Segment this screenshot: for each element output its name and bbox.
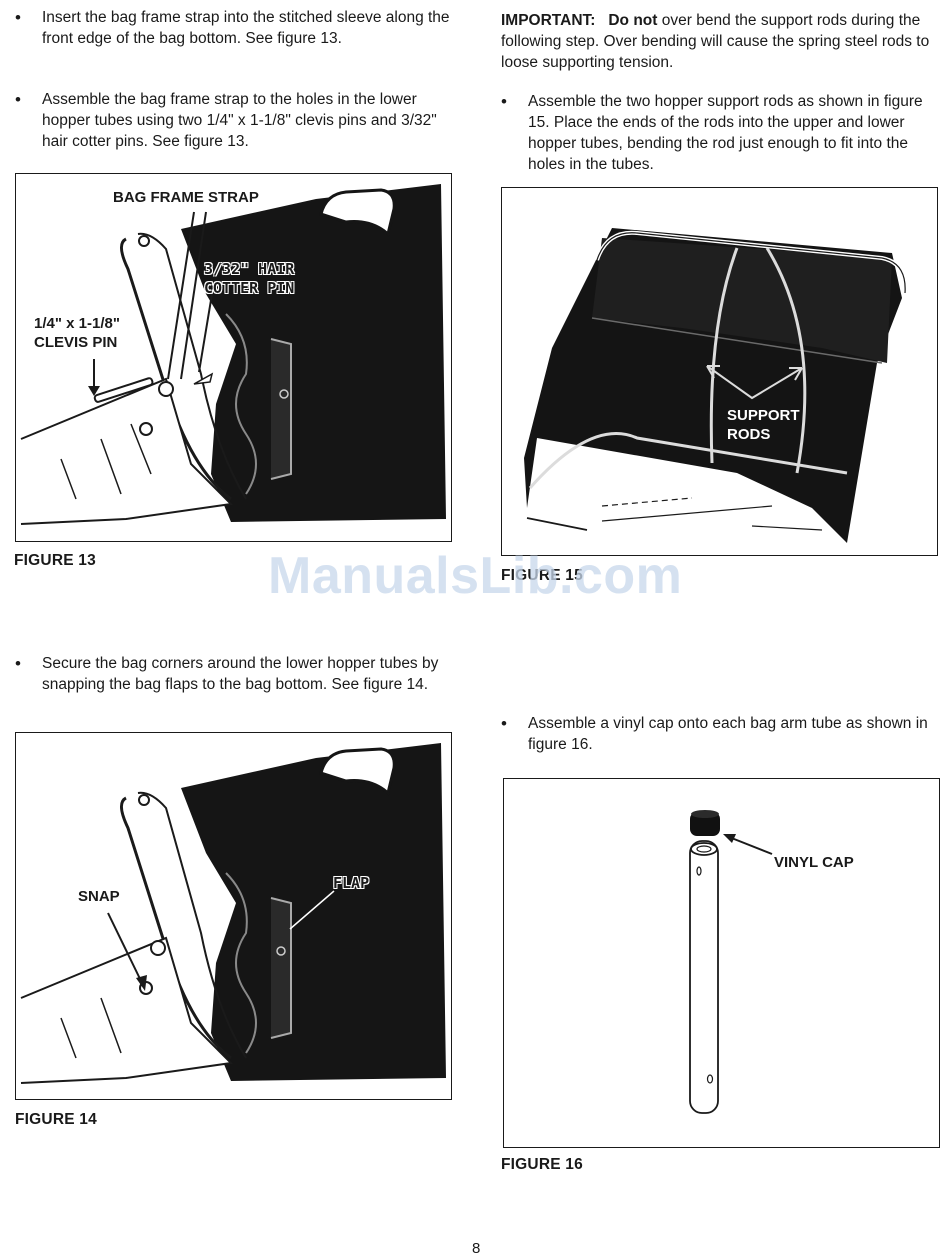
figure-13-illustration [20, 184, 446, 525]
important-emphasis: Do not [608, 12, 658, 29]
page-number: 8 [472, 1240, 481, 1257]
figure-13-box: BAG FRAME STRAP 3/32" HAIR COTTER PIN 1/… [15, 173, 452, 542]
label-vinyl-cap: VINYL CAP [774, 854, 854, 871]
label-hair-cotter-line1: 3/32" HAIR [204, 260, 295, 278]
label-support-rods: SUPPORT RODS [727, 406, 800, 444]
important-note: IMPORTANT: Do not over bend the support … [501, 10, 937, 73]
figure-14-illustration [20, 743, 446, 1084]
important-label: IMPORTANT: [501, 12, 596, 29]
instruction-secure-corners: Secure the bag corners around the lower … [15, 653, 445, 695]
figure-16-caption: FIGURE 16 [501, 1156, 583, 1173]
figure-13-caption: FIGURE 13 [14, 552, 96, 569]
important-text: over bend the support rods during the fo… [501, 12, 930, 71]
instruction-assemble-strap: Assemble the bag frame strap to the hole… [15, 89, 460, 152]
label-support-line1: SUPPORT [727, 407, 800, 424]
figure-16-box: VINYL CAP [503, 778, 940, 1148]
label-snap: SNAP [78, 888, 120, 905]
label-clevis-pin: 1/4" x 1-1/8" CLEVIS PIN [34, 314, 120, 352]
label-clevis-line1: 1/4" x 1-1/8" [34, 315, 120, 332]
label-hair-cotter-pin: 3/32" HAIR COTTER PIN [204, 260, 294, 298]
figure-15-caption: FIGURE 15 [501, 567, 583, 584]
figure-16-illustration [689, 810, 773, 1114]
instruction-vinyl-cap: Assemble a vinyl cap onto each bag arm t… [501, 713, 938, 755]
instruction-insert-strap: Insert the bag frame strap into the stit… [15, 7, 455, 49]
watermark: ManualsLib.com [268, 547, 683, 605]
label-hair-cotter-line2: COTTER PIN [204, 279, 295, 297]
instruction-support-rods: Assemble the two hopper support rods as … [501, 91, 938, 175]
figure-15-box: SUPPORT RODS [501, 187, 938, 556]
label-bag-frame-strap: BAG FRAME STRAP [113, 189, 259, 206]
figure-15-illustration [524, 228, 908, 543]
figure-14-box: SNAP FLAP [15, 732, 452, 1100]
figure-14-caption: FIGURE 14 [15, 1111, 97, 1128]
label-clevis-line2: CLEVIS PIN [34, 334, 118, 351]
label-support-line2: RODS [727, 426, 771, 443]
label-flap: FLAP [333, 874, 370, 892]
